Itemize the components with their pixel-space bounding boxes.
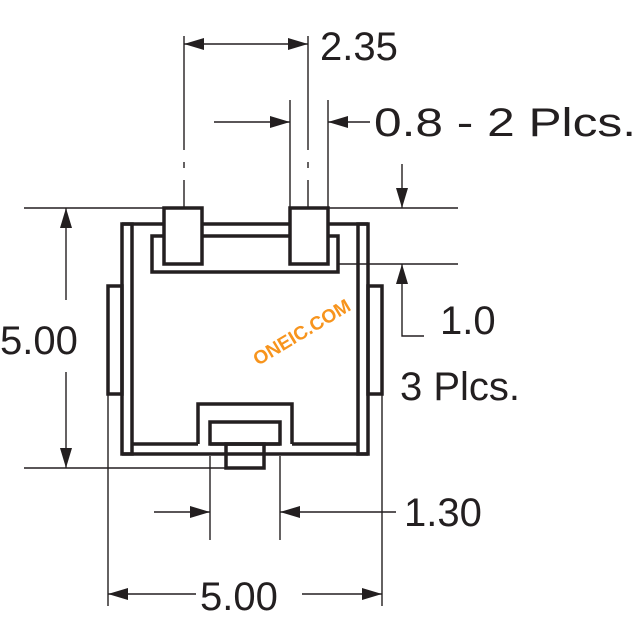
pad-depth-label: 1.0	[440, 299, 496, 343]
width-label: 5.00	[200, 575, 278, 619]
extension-lines	[24, 36, 458, 606]
left-side-tab	[106, 284, 124, 396]
bottom-pad-width-label: 1.30	[404, 491, 482, 535]
top-left-pad	[162, 206, 204, 266]
pad-depth-note-label: 3 Plcs.	[400, 365, 520, 409]
inner-top-frame	[150, 234, 340, 274]
height-label: 5.00	[0, 319, 78, 363]
right-side-tab	[366, 284, 384, 396]
watermark-text: ONEIC.COM	[250, 296, 355, 371]
bottom-pad	[196, 402, 294, 470]
dimension-arrows	[60, 38, 424, 600]
component-outline	[106, 222, 384, 456]
pin-spacing-label: 2.35	[320, 25, 398, 69]
pad-width-label: 0.8 - 2 Plcs.	[374, 101, 636, 145]
top-right-pad	[288, 206, 330, 266]
